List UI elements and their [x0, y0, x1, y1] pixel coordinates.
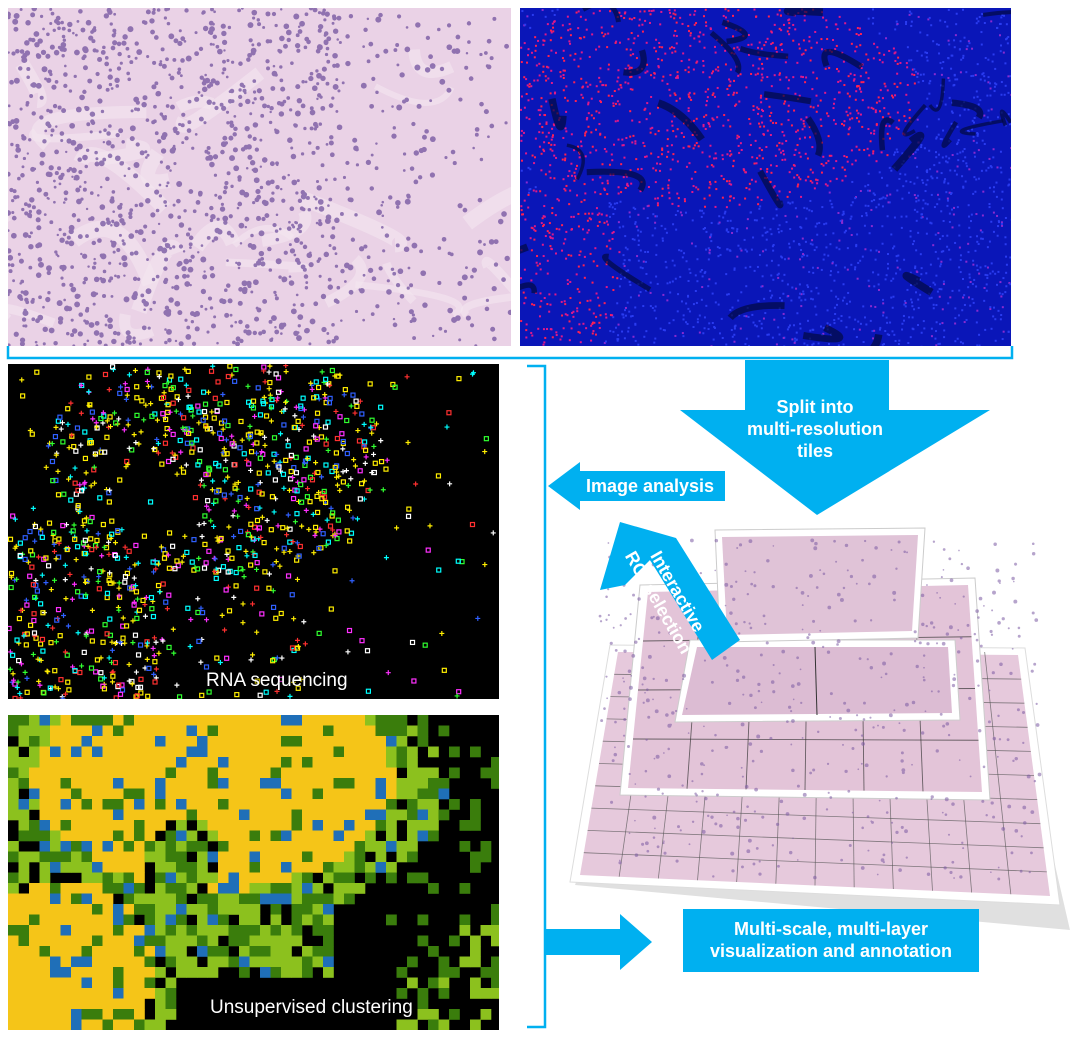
image-analysis-label: Image analysis — [585, 476, 715, 496]
multiscale-arrow — [545, 914, 652, 970]
multiscale-box — [683, 909, 979, 972]
split-tiles-line1: Split into — [776, 397, 854, 417]
image-analysis-arrow — [548, 462, 725, 510]
immunofluorescence-image — [520, 8, 1011, 346]
unsupervised-clustering-panel: Unsupervised clustering — [8, 715, 499, 1030]
split-tiles-label: Split into multi-resolution tiles — [730, 396, 900, 462]
multiscale-line2: visualization and annotation — [709, 941, 952, 961]
tile-pyramid-stack — [569, 527, 1070, 930]
right-bracket — [527, 364, 547, 1029]
he-stained-tissue-image — [8, 8, 511, 346]
multiscale-label: Multi-scale, multi-layer visualization a… — [683, 918, 979, 962]
multiscale-line1: Multi-scale, multi-layer — [733, 919, 929, 939]
unsupervised-clustering-label: Unsupervised clustering — [210, 997, 413, 1018]
rna-sequencing-panel: RNA sequencing — [8, 364, 499, 699]
roi-selection-arrow — [600, 522, 740, 660]
split-tiles-arrow — [680, 360, 990, 515]
split-tiles-line2: multi-resolution tiles — [747, 419, 883, 461]
rna-sequencing-label: RNA sequencing — [206, 670, 348, 691]
top-bracket — [6, 346, 1014, 360]
